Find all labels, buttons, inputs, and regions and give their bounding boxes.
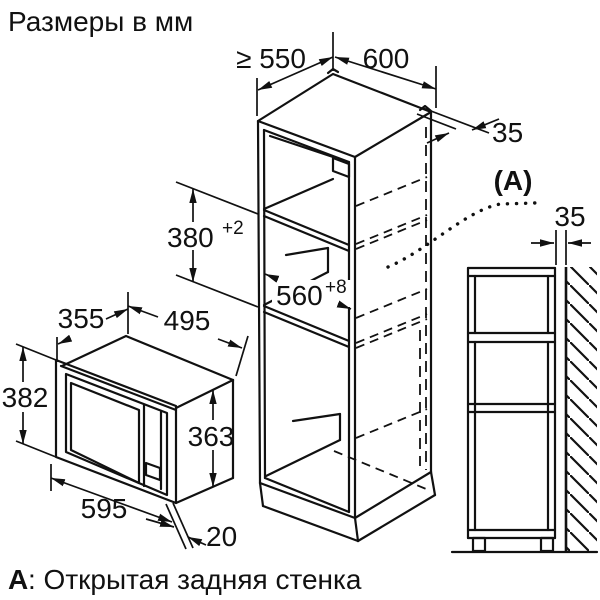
dim-niche-width-label: 560 <box>276 280 323 311</box>
cabinet-shelf-top <box>262 208 351 253</box>
dim-niche-depth: ≥ 550 <box>236 32 334 116</box>
footnote-label: A <box>8 564 28 595</box>
microwave-display <box>144 461 162 482</box>
page-title: Размеры в мм <box>8 6 193 37</box>
footnote: A : Открытая задняя стенка <box>8 564 362 595</box>
dim-frame-overlap: 20 <box>145 502 237 552</box>
cabinet-plinth <box>258 470 437 543</box>
side-section-view <box>450 266 599 554</box>
microwave-front-frame <box>54 358 178 505</box>
microwave-control-panel <box>142 403 163 491</box>
dim-wall-gap-label: 35 <box>554 201 585 232</box>
microwave-isometric <box>54 334 235 505</box>
dim-niche-height: 380 +2 <box>167 181 259 308</box>
microwave-top-face <box>60 334 235 382</box>
cabinet-shelf-bottom <box>262 304 351 349</box>
dim-niche-depth-label: ≥ 550 <box>236 43 306 74</box>
cabinet-foot-right <box>539 536 555 553</box>
dim-niche-width: 560 +8 <box>264 273 352 311</box>
dim-back-recess: 35 <box>416 107 523 148</box>
dim-microwave-depth: 355 <box>56 292 129 362</box>
footnote-text: : Открытая задняя стенка <box>28 564 362 595</box>
dim-microwave-depth-label: 355 <box>58 303 105 334</box>
cabinet-foot-left <box>471 536 487 553</box>
dim-microwave-body-width-label: 495 <box>164 305 211 336</box>
dim-niche-height-label: 380 <box>167 222 214 253</box>
dim-cabinet-width: 600 <box>334 43 437 108</box>
dim-back-recess-label: 35 <box>492 117 523 148</box>
cabinet-hidden-back-edges <box>333 176 432 492</box>
dim-niche-height-tolerance: +2 <box>222 218 244 239</box>
dim-microwave-front-width: 595 <box>50 464 173 524</box>
wall-hatch <box>564 267 597 551</box>
dim-microwave-front-height-label: 382 <box>2 382 49 413</box>
dim-niche-width-tolerance: +8 <box>325 277 347 298</box>
cabinet-back-right-notch <box>418 104 433 113</box>
dim-microwave-body-width: 495 <box>127 305 249 377</box>
dim-cabinet-width-label: 600 <box>363 43 410 74</box>
callout-a-leader <box>386 201 537 269</box>
cabinet-hidden-back-verticals <box>419 127 427 470</box>
dim-wall-gap: 35 <box>531 201 591 265</box>
callout-a-label: (A) <box>494 165 533 196</box>
dim-microwave-front-width-label: 595 <box>81 493 128 524</box>
dim-microwave-front-height: 382 <box>2 343 57 458</box>
dim-microwave-body-height-label: 363 <box>188 421 235 452</box>
cabinet-top-face <box>256 72 433 159</box>
dim-frame-overlap-label: 20 <box>206 521 237 552</box>
dim-microwave-body-height: 363 <box>188 390 235 487</box>
